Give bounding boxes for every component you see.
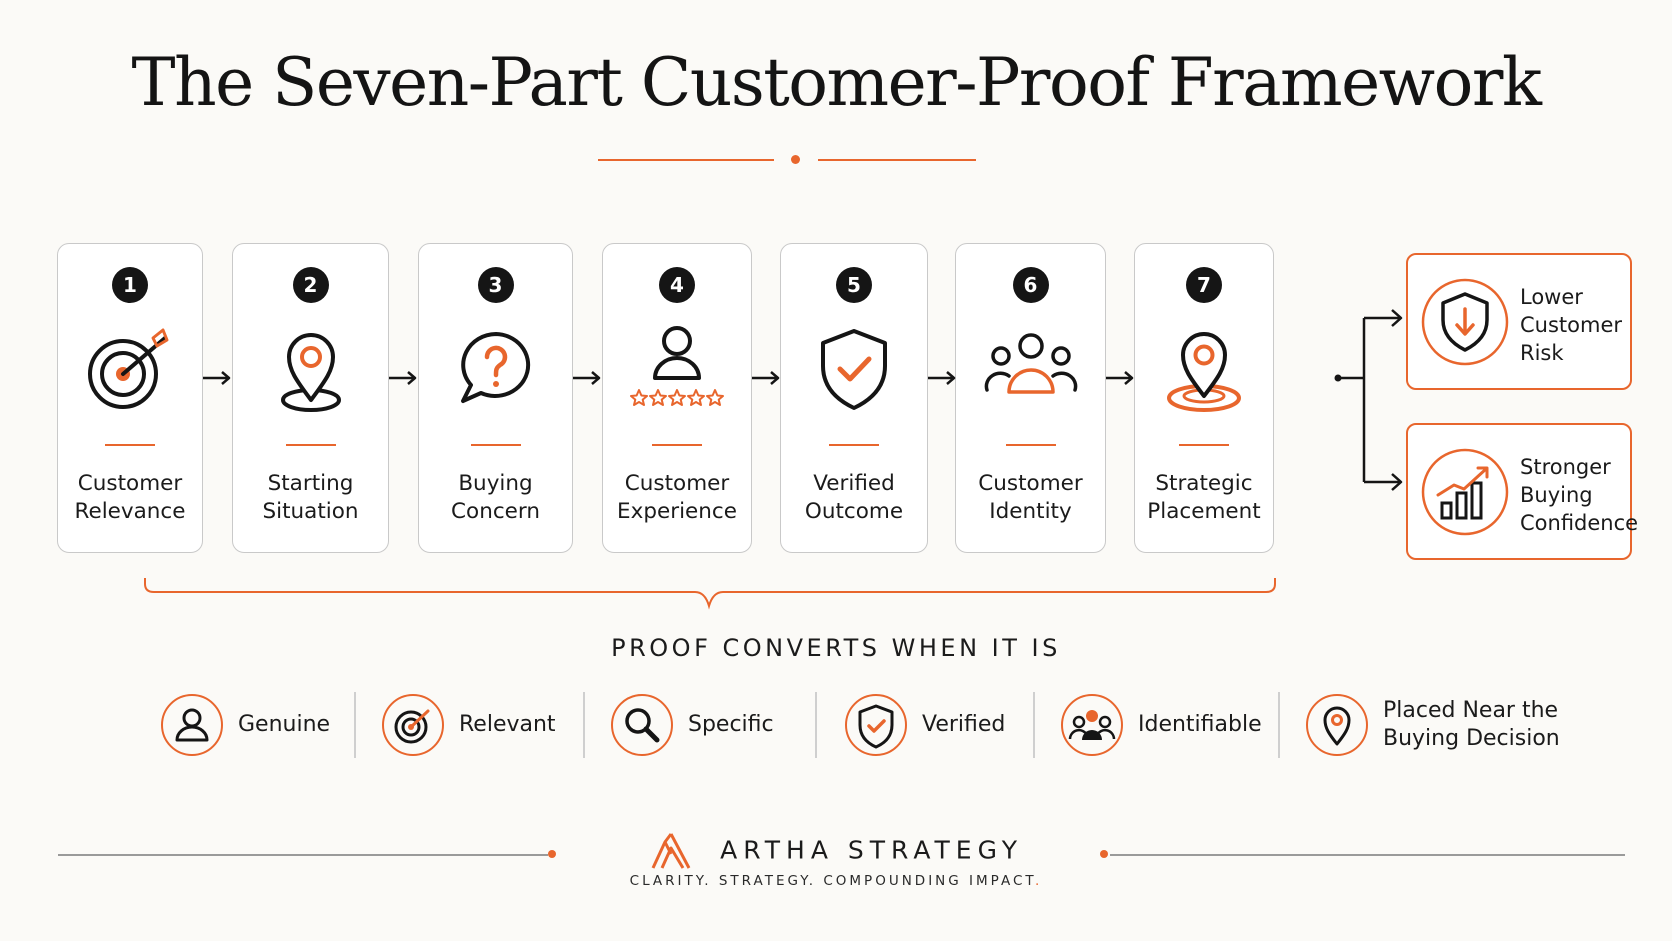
attribute-label-verified: Verified [922, 712, 1006, 737]
title-divider-right [818, 159, 976, 161]
title-divider-left [598, 159, 774, 161]
attribute-separator [1033, 692, 1035, 758]
location-pin-icon [266, 324, 356, 418]
attribute-separator [354, 692, 356, 758]
step-divider [285, 444, 336, 446]
footer-dot-right [1100, 850, 1108, 858]
magnifier-icon [610, 693, 674, 761]
flow-arrow-icon [928, 371, 956, 385]
pin-placement-icon [1159, 324, 1249, 418]
growth-chart-icon [1420, 447, 1510, 541]
flow-arrow-icon [752, 371, 780, 385]
attribute-label-relevant: Relevant [459, 712, 556, 737]
title-divider-dot [791, 155, 800, 164]
target-icon [381, 693, 445, 761]
brand-lockup: ARTHA STRATEGY [0, 830, 1672, 870]
attribute-separator [583, 692, 585, 758]
step-number: 4 [659, 267, 695, 303]
shield-down-icon [1420, 277, 1510, 371]
user-rating-icon [627, 324, 727, 418]
question-bubble-icon [451, 324, 541, 418]
step-number: 1 [112, 267, 148, 303]
shield-check-icon [844, 693, 908, 761]
step-divider [105, 444, 155, 446]
step-number: 3 [477, 267, 514, 303]
people-icon [1060, 693, 1124, 761]
attribute-label-identifiable: Identifiable [1138, 712, 1262, 737]
step-divider [470, 444, 521, 446]
step-number: 7 [1186, 267, 1222, 303]
attribute-label-specific: Specific [688, 712, 774, 737]
footer-line-right [1110, 854, 1625, 856]
group-icon [981, 324, 1081, 418]
flow-arrow-icon [1106, 371, 1134, 385]
step-number: 6 [1012, 267, 1049, 303]
map-pin-icon [1305, 693, 1369, 761]
flow-arrow-icon [573, 371, 601, 385]
branch-connector [1334, 309, 1403, 491]
page-title: The Seven-Part Customer-Proof Framework [131, 44, 1542, 121]
proof-heading: PROOF CONVERTS WHEN IT IS [611, 634, 1061, 662]
target-arrow-icon [85, 324, 175, 418]
flow-arrow-icon [203, 371, 231, 385]
shield-check-icon [809, 324, 899, 418]
step-divider [1005, 444, 1056, 446]
attribute-separator [1278, 692, 1280, 758]
person-icon [160, 693, 224, 761]
artha-logo-icon [651, 833, 691, 869]
steps-brace [144, 578, 1276, 610]
step-divider [1179, 444, 1229, 446]
step-number: 5 [836, 267, 872, 303]
footer-line-left [58, 854, 548, 856]
flow-arrow-icon [389, 371, 417, 385]
step-divider [652, 444, 702, 446]
step-divider [829, 444, 879, 446]
brand-tagline: CLARITY. STRATEGY. COMPOUNDING IMPACT. [629, 873, 1043, 889]
step-number: 2 [292, 267, 329, 303]
attribute-separator [815, 692, 817, 758]
brand-name: ARTHA STRATEGY [720, 835, 1023, 865]
attribute-label-genuine: Genuine [238, 712, 331, 737]
footer-dot-left [548, 850, 556, 858]
